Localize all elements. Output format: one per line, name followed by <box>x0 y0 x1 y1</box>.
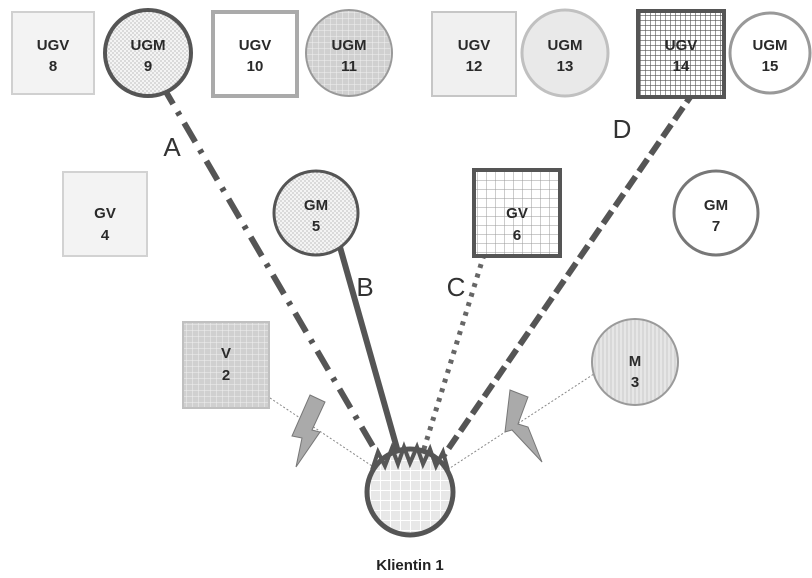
node-number-label: 15 <box>762 58 779 75</box>
node-ugv12: UGV 12 <box>431 11 517 97</box>
node-type-label: UGV <box>239 37 272 54</box>
node-ugm15: UGM 15 <box>728 11 812 95</box>
node-m3: M 3 <box>591 318 679 406</box>
path-c-line <box>420 244 490 453</box>
node-type-label: GV <box>94 205 116 222</box>
node-number-label: 8 <box>49 58 57 75</box>
node-ugv10: UGV 10 <box>211 10 299 98</box>
node-type-label: UGV <box>37 37 70 54</box>
path-b-label: B <box>356 272 373 302</box>
node-number-label: 10 <box>247 58 264 75</box>
node-gv4: GV 4 <box>62 171 148 257</box>
node-number-label: 11 <box>341 58 357 75</box>
client-node: Klientin 1 <box>364 441 456 574</box>
node-gm7: GM 7 <box>672 169 760 257</box>
client-spikes <box>370 441 450 472</box>
node-gv6: GV 6 <box>472 168 562 258</box>
link-m3-client <box>449 369 601 469</box>
node-number-label: 9 <box>144 58 152 75</box>
path-d-label: D <box>613 114 632 144</box>
node-number-label: 5 <box>312 218 320 235</box>
node-number-label: 3 <box>631 374 639 391</box>
lightning-icon <box>504 389 543 463</box>
node-type-label: UGM <box>332 37 367 54</box>
path-d-line <box>439 88 698 460</box>
node-gm5: GM 5 <box>272 169 360 257</box>
node-type-label: GV <box>506 205 528 222</box>
node-ugm11: UGM 11 <box>305 9 393 97</box>
node-type-label: M <box>629 353 642 370</box>
path-a-label: A <box>163 132 181 162</box>
path-labels: A B C D <box>163 114 631 302</box>
path-c-label: C <box>447 272 466 302</box>
node-type-label: GM <box>704 197 728 214</box>
node-number-label: 4 <box>101 227 110 244</box>
node-number-label: 7 <box>712 218 720 235</box>
node-ugm13: UGM 13 <box>520 8 610 98</box>
node-number-label: 13 <box>557 58 574 75</box>
wireless-bolts <box>291 389 543 468</box>
node-type-label: UGM <box>548 37 583 54</box>
client-label: Klientin 1 <box>376 557 444 574</box>
node-type-label: GM <box>304 197 328 214</box>
node-number-label: 14 <box>673 58 690 75</box>
node-type-label: UGM <box>131 37 166 54</box>
lightning-icon <box>291 394 326 468</box>
node-number-label: 6 <box>513 227 521 244</box>
node-ugv14: UGV 14 <box>636 9 726 99</box>
path-b-line <box>335 239 401 453</box>
node-ugm9: UGM 9 <box>103 8 193 98</box>
node-type-label: V <box>221 345 231 362</box>
node-ugv8: UGV 8 <box>11 11 95 95</box>
node-type-label: UGV <box>458 37 491 54</box>
node-number-label: 12 <box>466 58 483 75</box>
node-number-label: 2 <box>222 367 230 384</box>
path-a-line <box>159 83 381 457</box>
node-type-label: UGM <box>753 37 788 54</box>
node-type-label: UGV <box>665 37 698 54</box>
node-v2: V 2 <box>182 321 270 409</box>
